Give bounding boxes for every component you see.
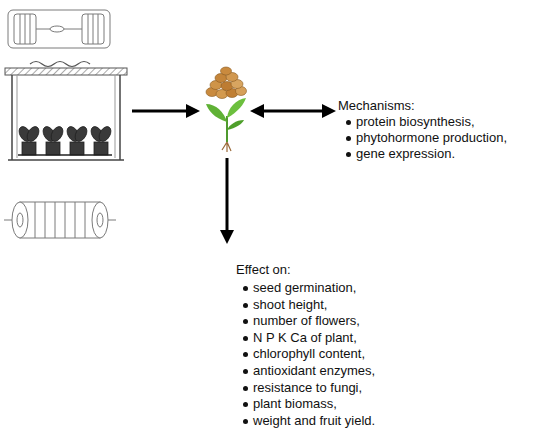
list-item: plant biomass,	[253, 396, 453, 412]
list-item: phytohormone production,	[356, 130, 550, 146]
seed-pile	[206, 67, 247, 99]
list-item: number of flowers,	[253, 313, 453, 329]
down-arrow	[220, 158, 234, 244]
field-device-bottom	[4, 202, 116, 238]
bullet-dot	[346, 152, 351, 157]
list-item: shoot height,	[253, 297, 453, 313]
bullet-dot	[243, 336, 248, 341]
bullet-dot	[243, 402, 248, 407]
bullet-dot	[243, 369, 248, 374]
double-arrow	[250, 104, 336, 118]
bullet-dot	[243, 386, 248, 391]
list-item: protein biosynthesis,	[356, 114, 550, 130]
list-heading: Effect on:	[236, 262, 436, 278]
bullet-dot	[346, 120, 351, 125]
list-item: gene expression.	[356, 146, 550, 162]
growth-chamber	[5, 62, 127, 161]
bullet-dot	[243, 352, 248, 357]
bullet-dot	[243, 319, 248, 324]
bullet-dot	[243, 419, 248, 424]
list-item: resistance to fungi,	[253, 380, 453, 396]
bullet-dot	[243, 286, 248, 291]
bullet-dot	[243, 303, 248, 308]
list-item: weight and fruit yield.	[253, 413, 453, 429]
list-heading: Mechanisms:	[338, 98, 538, 114]
seedling	[206, 98, 246, 152]
list-item: N P K Ca of plant,	[253, 330, 453, 346]
list-item: seed germination,	[253, 280, 453, 296]
process-arrow	[132, 104, 200, 118]
bullet-dot	[346, 136, 351, 141]
list-item: antioxidant enzymes,	[253, 363, 453, 379]
list-item: chlorophyll content,	[253, 346, 453, 362]
field-device-top	[8, 10, 110, 48]
